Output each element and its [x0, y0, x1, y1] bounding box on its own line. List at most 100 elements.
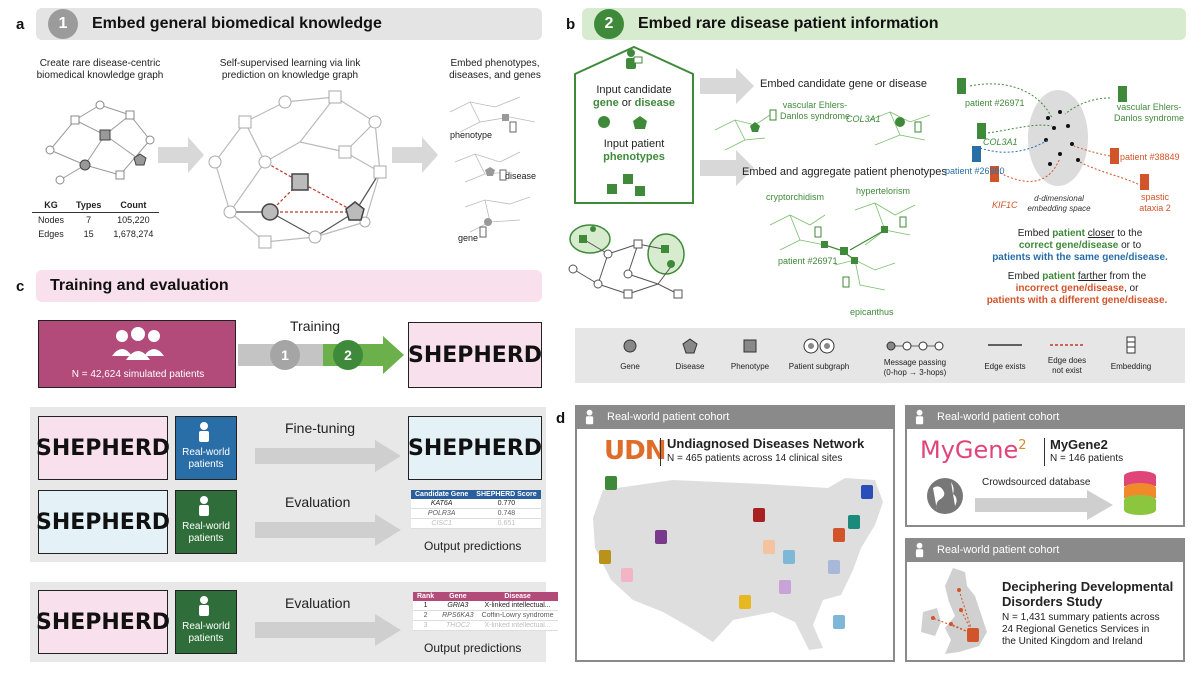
rw-line2: patients: [188, 633, 224, 644]
arrow-b2: [700, 150, 754, 186]
closer-word: closer: [1087, 228, 1115, 239]
cryptorchidism-label: cryptorchidism: [766, 192, 825, 202]
patient-subgraph: [568, 224, 685, 299]
farther-or: , or: [1123, 283, 1139, 294]
train-step-2: 2: [333, 340, 363, 370]
udn-logo: UDN: [604, 436, 666, 466]
kg-header-kg: KG: [32, 198, 71, 213]
pt1-cell: 0.748: [472, 508, 541, 519]
panel-label-d: d: [556, 410, 566, 427]
panel-c-title: Training and evaluation: [50, 277, 229, 294]
patient-icon-green: [626, 49, 643, 69]
panel-a-title: Embed general biomedical knowledge: [92, 15, 382, 32]
udn-count: N = 465 patients across 14 clinical site…: [667, 453, 843, 464]
panel-a-col2-caption: Self-supervised learning via link predic…: [219, 58, 361, 81]
patient-icon-header: [915, 542, 924, 558]
kg-stats-table: KG Types Count Nodes 7 105,220 Edges 15 …: [32, 198, 160, 241]
legend-mp-line2: (0-hop → 3-hops): [883, 368, 947, 377]
gene-disease-icons: [598, 116, 647, 129]
kg-header-count: Count: [107, 198, 160, 213]
embed-phenotypes-text: Embed and aggregate patient phenotypes: [742, 166, 947, 178]
step-1-badge: 1: [48, 9, 78, 39]
patient-26971-label-b: patient #26971: [778, 256, 838, 266]
kg-cell: Nodes: [38, 215, 65, 225]
mygene-cohort-label: Real-world patient cohort: [937, 411, 1060, 423]
output-predictions-1: Output predictions: [424, 539, 522, 553]
patient-icon-header: [915, 409, 924, 425]
legend-edge-exists-icon: [988, 344, 1022, 346]
ddd-title: Deciphering Developmental Disorders Stud…: [1002, 579, 1173, 609]
arrow-b1: [700, 68, 754, 104]
mygene-logo: MyGene2: [920, 436, 1027, 464]
finetune-arrow: [255, 440, 401, 472]
finetune-label: Fine-tuning: [285, 420, 356, 436]
input-candidate-line2: gene or disease: [576, 97, 692, 110]
legend-edge-exists: Edge exists: [984, 362, 1026, 371]
legend-disease: Disease: [675, 362, 705, 371]
pt1-cell: POLR3A: [411, 508, 473, 519]
pt2-header: Rank: [413, 592, 439, 601]
phenotype-squares: [607, 174, 645, 196]
shepherd-finetuned-box: SHEPHERD: [408, 416, 542, 480]
legend-edge-not-line1: Edge does: [1047, 356, 1087, 365]
mygene-logo-sup: 2: [1018, 438, 1027, 453]
input-phenotypes-line2: phenotypes: [603, 151, 665, 163]
patient-icon-header: [585, 409, 594, 425]
panel-b-banner: 2 Embed rare disease patient information: [582, 8, 1186, 40]
farther-t3: from the: [1106, 271, 1147, 282]
site-markers: [599, 476, 873, 629]
kg-header-types: Types: [70, 198, 108, 213]
output-predictions-2: Output predictions: [424, 641, 522, 655]
legend-disease-icon: [682, 338, 698, 354]
pt2-cell: GRIA3: [438, 601, 478, 611]
kg-cell: Edges: [38, 229, 64, 239]
panel-a-banner: 1 Embed general biomedical knowledge: [36, 8, 542, 40]
training-arrow: [238, 336, 404, 374]
small-knowledge-graph: [45, 100, 155, 185]
label-gene: gene: [458, 233, 479, 243]
arrow-a1: [158, 137, 204, 173]
space-label: d-dimensional embedding space: [1027, 194, 1091, 213]
crowdsourced-label: Crowdsourced database: [982, 477, 1091, 488]
candidate-embed-graphs: [714, 109, 931, 151]
vascular-eds-label: vascular Ehlers-Danlos syndrome: [779, 100, 851, 121]
evaluation-label-1: Evaluation: [285, 494, 351, 510]
train-step-1: 1: [270, 340, 300, 370]
legend-bar: [575, 328, 1185, 383]
ddd-count-line2: 24 Regional Genetics Services in: [1002, 624, 1150, 635]
embedded-graphs: [449, 96, 536, 238]
panel-a-col3-caption: Embed phenotypes, diseases, and genes: [449, 58, 541, 81]
embed-candidate-text: Embed candidate gene or disease: [760, 78, 927, 90]
ddd-title-line2: Disorders Study: [1002, 594, 1103, 609]
ddd-count: N = 1,431 summary patients across 24 Reg…: [1002, 612, 1160, 648]
shepherd-box-finetune: SHEPHERD: [36, 416, 170, 480]
kg-cell: 7: [86, 215, 92, 225]
legend-edge-not-icon: [1050, 344, 1084, 346]
step-2-badge: 2: [594, 9, 624, 39]
ddd-count-line3: the United Kingdom and Ireland: [1002, 636, 1143, 647]
label-disease: disease: [505, 171, 537, 181]
pt2-cell: 3: [413, 620, 439, 631]
space-patient-26980: patient #26980: [945, 166, 1005, 176]
ddd-cohort-header: Real-world patient cohort: [905, 538, 1185, 562]
crowd-arrow: [975, 490, 1113, 520]
arrow-a2: [392, 137, 438, 173]
farther-diff: patients with a different gene/disease.: [986, 295, 1168, 306]
closer-statement: Embed patient closer to the correct gene…: [975, 228, 1185, 264]
simulated-patients-icon: [112, 327, 164, 360]
shepherd-box-eval2: SHEPHERD: [36, 590, 170, 654]
ddd-count-line1: N = 1,431 summary patients across: [1002, 612, 1160, 623]
legend-message-passing: Message passing (0-hop → 3-hops): [870, 358, 960, 378]
panel-label-c: c: [16, 278, 25, 295]
patient-icon-white: [199, 422, 209, 442]
patient-icon-white: [199, 496, 209, 516]
rw-line1: Real-world: [182, 621, 230, 632]
database-icon: [1124, 471, 1156, 515]
uk-map: [921, 568, 987, 654]
udn-title: Undiagnosed Diseases Network: [667, 436, 865, 451]
pt2-header: Disease: [477, 592, 558, 601]
panel-a-col1-caption: Create rare disease-centric biomedical k…: [36, 58, 164, 81]
pt1-header: Candidate Gene: [411, 490, 473, 499]
hypertelorism-label: hypertelorism: [856, 186, 911, 196]
